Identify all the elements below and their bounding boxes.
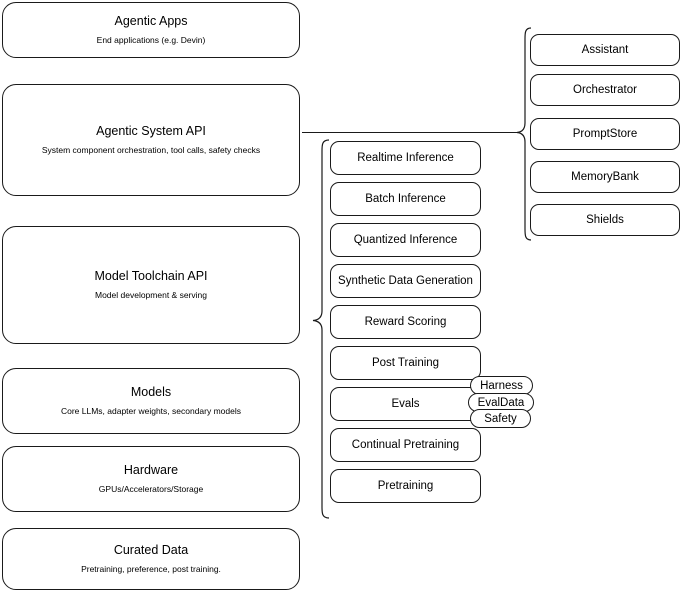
capability-box-batch-inference[interactable]: Batch Inference bbox=[330, 182, 481, 216]
capability-box-quantized-inference[interactable]: Quantized Inference bbox=[330, 223, 481, 257]
layer-box-curated-data[interactable]: Curated Data Pretraining, preference, po… bbox=[2, 528, 300, 590]
capability-box-post-training[interactable]: Post Training bbox=[330, 346, 481, 380]
capability-box-continual-pretraining[interactable]: Continual Pretraining bbox=[330, 428, 481, 462]
capability-label: Evals bbox=[391, 397, 420, 410]
system-component-box-promptstore[interactable]: PromptStore bbox=[530, 118, 680, 150]
capability-label: Synthetic Data Generation bbox=[338, 274, 473, 287]
layer-box-hardware[interactable]: Hardware GPUs/Accelerators/Storage bbox=[2, 446, 300, 512]
eval-subcomponent-label: Harness bbox=[480, 379, 523, 392]
system-component-box-shields[interactable]: Shields bbox=[530, 204, 680, 236]
eval-subcomponent-label: Safety bbox=[484, 412, 517, 425]
layer-subtitle: Core LLMs, adapter weights, secondary mo… bbox=[60, 406, 241, 416]
layer-box-agentic-apps[interactable]: Agentic Apps End applications (e.g. Devi… bbox=[2, 2, 300, 58]
layer-subtitle: Model development & serving bbox=[95, 290, 207, 300]
capability-label: Pretraining bbox=[377, 479, 434, 492]
layer-subtitle: System component orchestration, tool cal… bbox=[41, 145, 261, 155]
capability-label: Quantized Inference bbox=[353, 233, 458, 246]
capability-label: Reward Scoring bbox=[364, 315, 447, 328]
eval-subcomponent-safety[interactable]: Safety bbox=[470, 409, 531, 428]
layer-subtitle: End applications (e.g. Devin) bbox=[96, 35, 206, 45]
system-component-label: PromptStore bbox=[572, 127, 638, 140]
capability-box-synthetic-data-generation[interactable]: Synthetic Data Generation bbox=[330, 264, 481, 298]
system-component-box-assistant[interactable]: Assistant bbox=[530, 34, 680, 66]
system-component-label: Shields bbox=[586, 213, 624, 226]
layer-title: Agentic Apps bbox=[114, 14, 188, 29]
system-component-label: Orchestrator bbox=[573, 83, 637, 96]
capability-box-realtime-inference[interactable]: Realtime Inference bbox=[330, 141, 481, 175]
system-component-box-orchestrator[interactable]: Orchestrator bbox=[530, 74, 680, 106]
layer-title: Agentic System API bbox=[96, 124, 206, 139]
layer-subtitle: GPUs/Accelerators/Storage bbox=[98, 484, 204, 494]
brace-agentic-system-components bbox=[516, 27, 532, 241]
capability-box-reward-scoring[interactable]: Reward Scoring bbox=[330, 305, 481, 339]
layer-box-agentic-system-api[interactable]: Agentic System API System component orch… bbox=[2, 84, 300, 196]
layer-title: Models bbox=[130, 385, 172, 400]
capability-label: Realtime Inference bbox=[357, 151, 454, 164]
capability-label: Post Training bbox=[371, 356, 440, 369]
system-component-box-memorybank[interactable]: MemoryBank bbox=[530, 161, 680, 193]
layer-title: Curated Data bbox=[113, 543, 189, 558]
layer-box-models[interactable]: Models Core LLMs, adapter weights, secon… bbox=[2, 368, 300, 434]
capability-box-pretraining[interactable]: Pretraining bbox=[330, 469, 481, 503]
eval-subcomponent-label: EvalData bbox=[477, 396, 525, 409]
layer-title: Hardware bbox=[123, 463, 179, 478]
eval-subcomponent-evaldata[interactable]: EvalData bbox=[468, 393, 534, 412]
capability-label: Batch Inference bbox=[365, 192, 446, 205]
connector-line-system-api-to-components bbox=[302, 132, 518, 133]
brace-model-toolchain-capabilities bbox=[312, 139, 330, 519]
system-component-label: Assistant bbox=[581, 43, 629, 56]
capability-label: Continual Pretraining bbox=[351, 438, 460, 451]
layer-box-model-toolchain-api[interactable]: Model Toolchain API Model development & … bbox=[2, 226, 300, 344]
layer-subtitle: Pretraining, preference, post training. bbox=[81, 564, 221, 574]
layer-title: Model Toolchain API bbox=[94, 269, 208, 284]
system-component-label: MemoryBank bbox=[571, 170, 639, 183]
capability-box-evals[interactable]: Evals bbox=[330, 387, 481, 421]
